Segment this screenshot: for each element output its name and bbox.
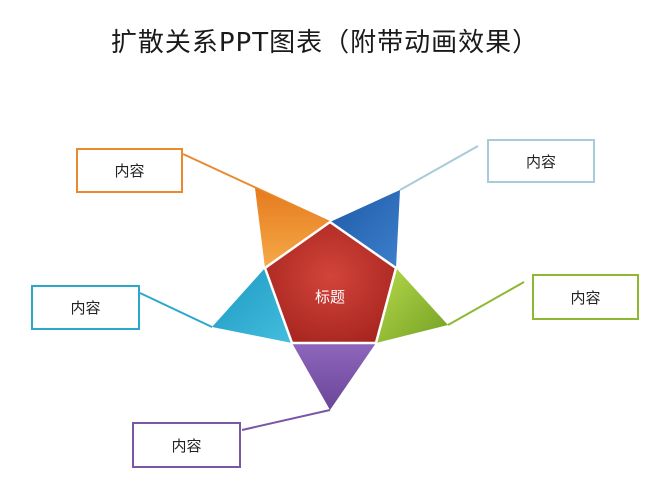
star-point-top-left (255, 188, 330, 268)
connector-right (447, 281, 525, 326)
center-pentagon (263, 220, 398, 345)
content-box-top-left[interactable]: 内容 (76, 148, 183, 193)
content-box-label: 内容 (570, 288, 601, 307)
content-box-left[interactable]: 内容 (31, 285, 140, 330)
connector-top-right (399, 145, 479, 191)
connector-left (139, 292, 213, 328)
star-point-top-right (330, 190, 400, 268)
content-box-label: 内容 (114, 162, 145, 180)
content-box-top-right[interactable]: 内容 (487, 139, 595, 183)
content-box-bottom[interactable]: 内容 (132, 422, 241, 468)
star-point-left (212, 268, 292, 343)
content-box-label: 内容 (525, 152, 556, 171)
star-point-right (376, 268, 448, 343)
content-box-label: 内容 (70, 299, 101, 317)
page-title: 扩散关系PPT图表（附带动画效果） (110, 28, 540, 58)
connector-bottom (241, 409, 331, 431)
star-point-bottom (292, 343, 376, 410)
connector-top-left (182, 153, 331, 223)
content-box-label: 内容 (171, 436, 202, 455)
content-box-right[interactable]: 内容 (532, 274, 639, 320)
center-label: 标题 (314, 288, 345, 306)
